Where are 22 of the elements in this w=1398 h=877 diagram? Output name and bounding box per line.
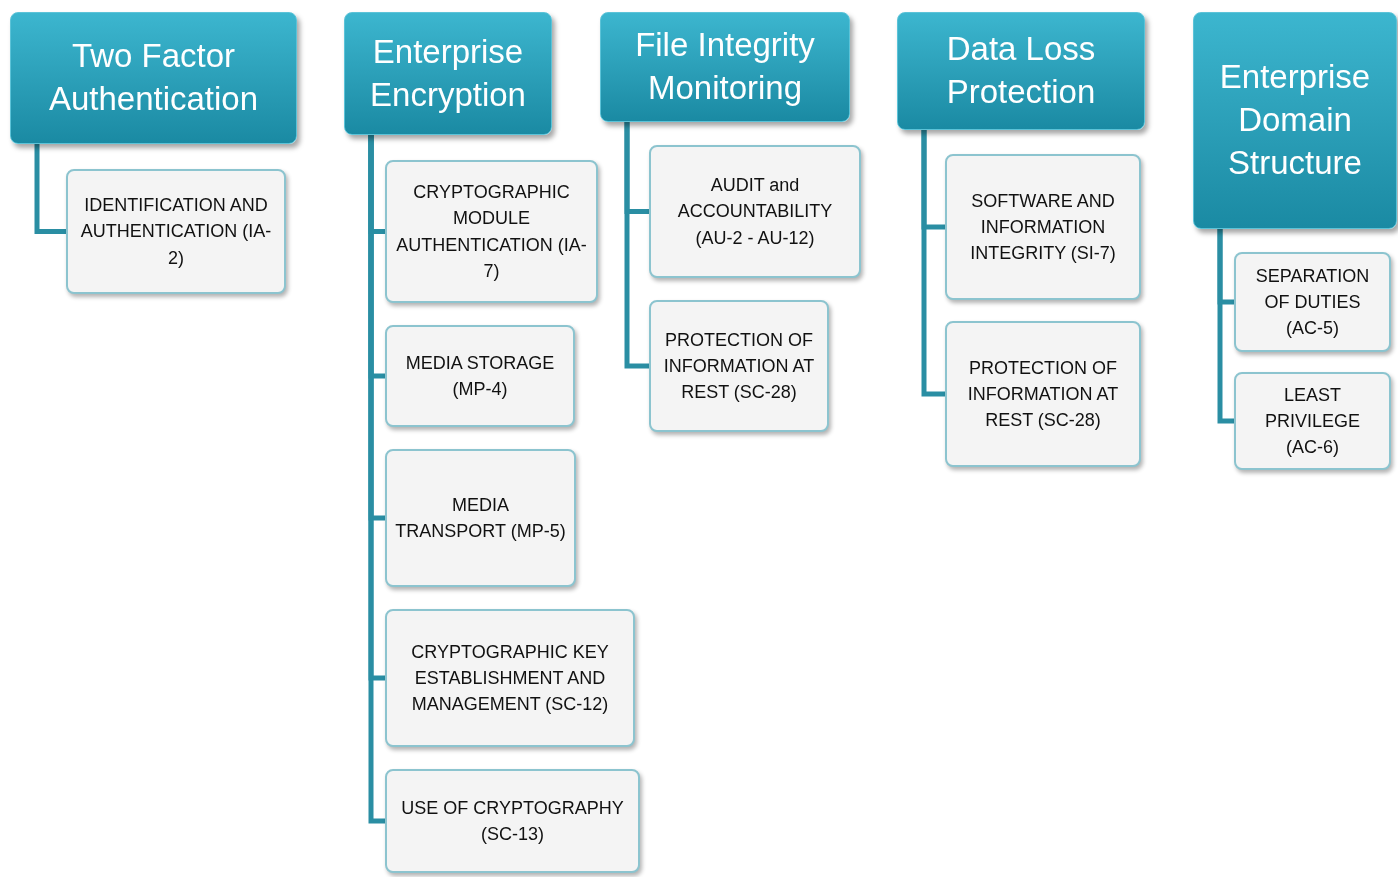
control-box: CRYPTOGRAPHIC MODULE AUTHENTICATION (IA-7) [385, 160, 598, 303]
control-box: IDENTIFICATION AND AUTHENTICATION (IA-2) [66, 169, 286, 294]
control-box: CRYPTOGRAPHIC KEY ESTABLISHMENT AND MANAGEMENT (SC-12) [385, 609, 635, 747]
control-box: SOFTWARE AND INFORMATION INTEGRITY (SI-7) [945, 154, 1141, 300]
connector-line [1217, 229, 1234, 424]
category-header: Enterprise Domain Structure [1193, 12, 1397, 229]
control-box: SEPARATION OF DUTIES (AC-5) [1234, 252, 1391, 352]
connector-line [624, 122, 649, 369]
control-box: PROTECTION OF INFORMATION AT REST (SC-28) [945, 321, 1141, 467]
category-header: File Integrity Monitoring [600, 12, 850, 122]
category-header: Data Loss Protection [897, 12, 1145, 130]
control-box: PROTECTION OF INFORMATION AT REST (SC-28) [649, 300, 829, 432]
connector-line [368, 135, 385, 824]
control-box: AUDIT and ACCOUNTABILITY (AU-2 - AU-12) [649, 145, 861, 278]
connector-line [34, 144, 66, 234]
connector-line [921, 130, 945, 397]
control-box: LEAST PRIVILEGE (AC-6) [1234, 372, 1391, 470]
control-box: MEDIA STORAGE (MP-4) [385, 325, 575, 427]
control-box: USE OF CRYPTOGRAPHY (SC-13) [385, 769, 640, 873]
control-box: MEDIA TRANSPORT (MP-5) [385, 449, 576, 587]
category-header: Enterprise Encryption [344, 12, 552, 135]
category-header: Two Factor Authentication [10, 12, 297, 144]
